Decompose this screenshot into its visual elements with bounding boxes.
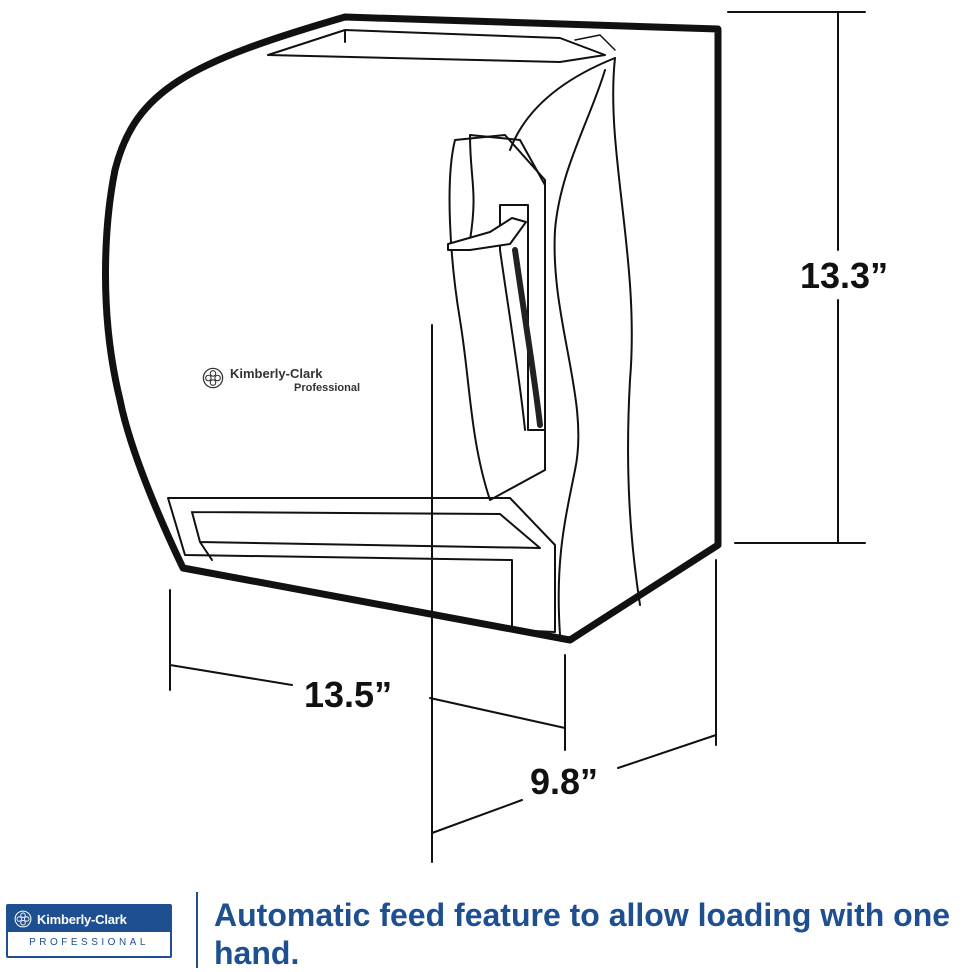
width-dimension-label: 13.5” (300, 677, 397, 713)
kimberly-clark-flower-icon (14, 910, 32, 928)
width-dimension-line (169, 589, 566, 751)
paper-exit-inner (191, 511, 541, 561)
side-panel-curve (553, 69, 606, 636)
footer-logo-name: Kimberly-Clark (37, 911, 127, 927)
feature-tagline: Automatic feed feature to allow loading … (214, 897, 951, 971)
front-side-seam (509, 57, 641, 606)
lever-housing-front (469, 134, 546, 241)
footer-logo: Kimberly-Clark PROFESSIONAL (6, 904, 172, 958)
height-dimension-line (727, 11, 866, 544)
lever-housing (448, 134, 546, 501)
paper-exit-opening (167, 497, 556, 633)
footer-divider (196, 892, 198, 968)
footer-logo-sub: PROFESSIONAL (29, 937, 149, 948)
depth-dimension-line (431, 324, 717, 863)
lever-handle (447, 217, 527, 251)
product-brand-name: Kimberly-Clark (230, 366, 323, 381)
height-dimension-label: 13.3” (796, 258, 893, 294)
depth-dimension-label: 9.8” (526, 764, 603, 800)
dispenser-illustration (102, 11, 866, 863)
product-branding: Kimberly-Clark Professional (202, 366, 360, 395)
top-cover-seam (574, 34, 616, 51)
product-brand-sub: Professional (294, 382, 361, 394)
dispenser-body-outline (102, 13, 722, 644)
kimberly-clark-flower-icon (202, 367, 224, 389)
top-cover-edge (267, 29, 606, 63)
lever-slot-inner (512, 247, 543, 428)
